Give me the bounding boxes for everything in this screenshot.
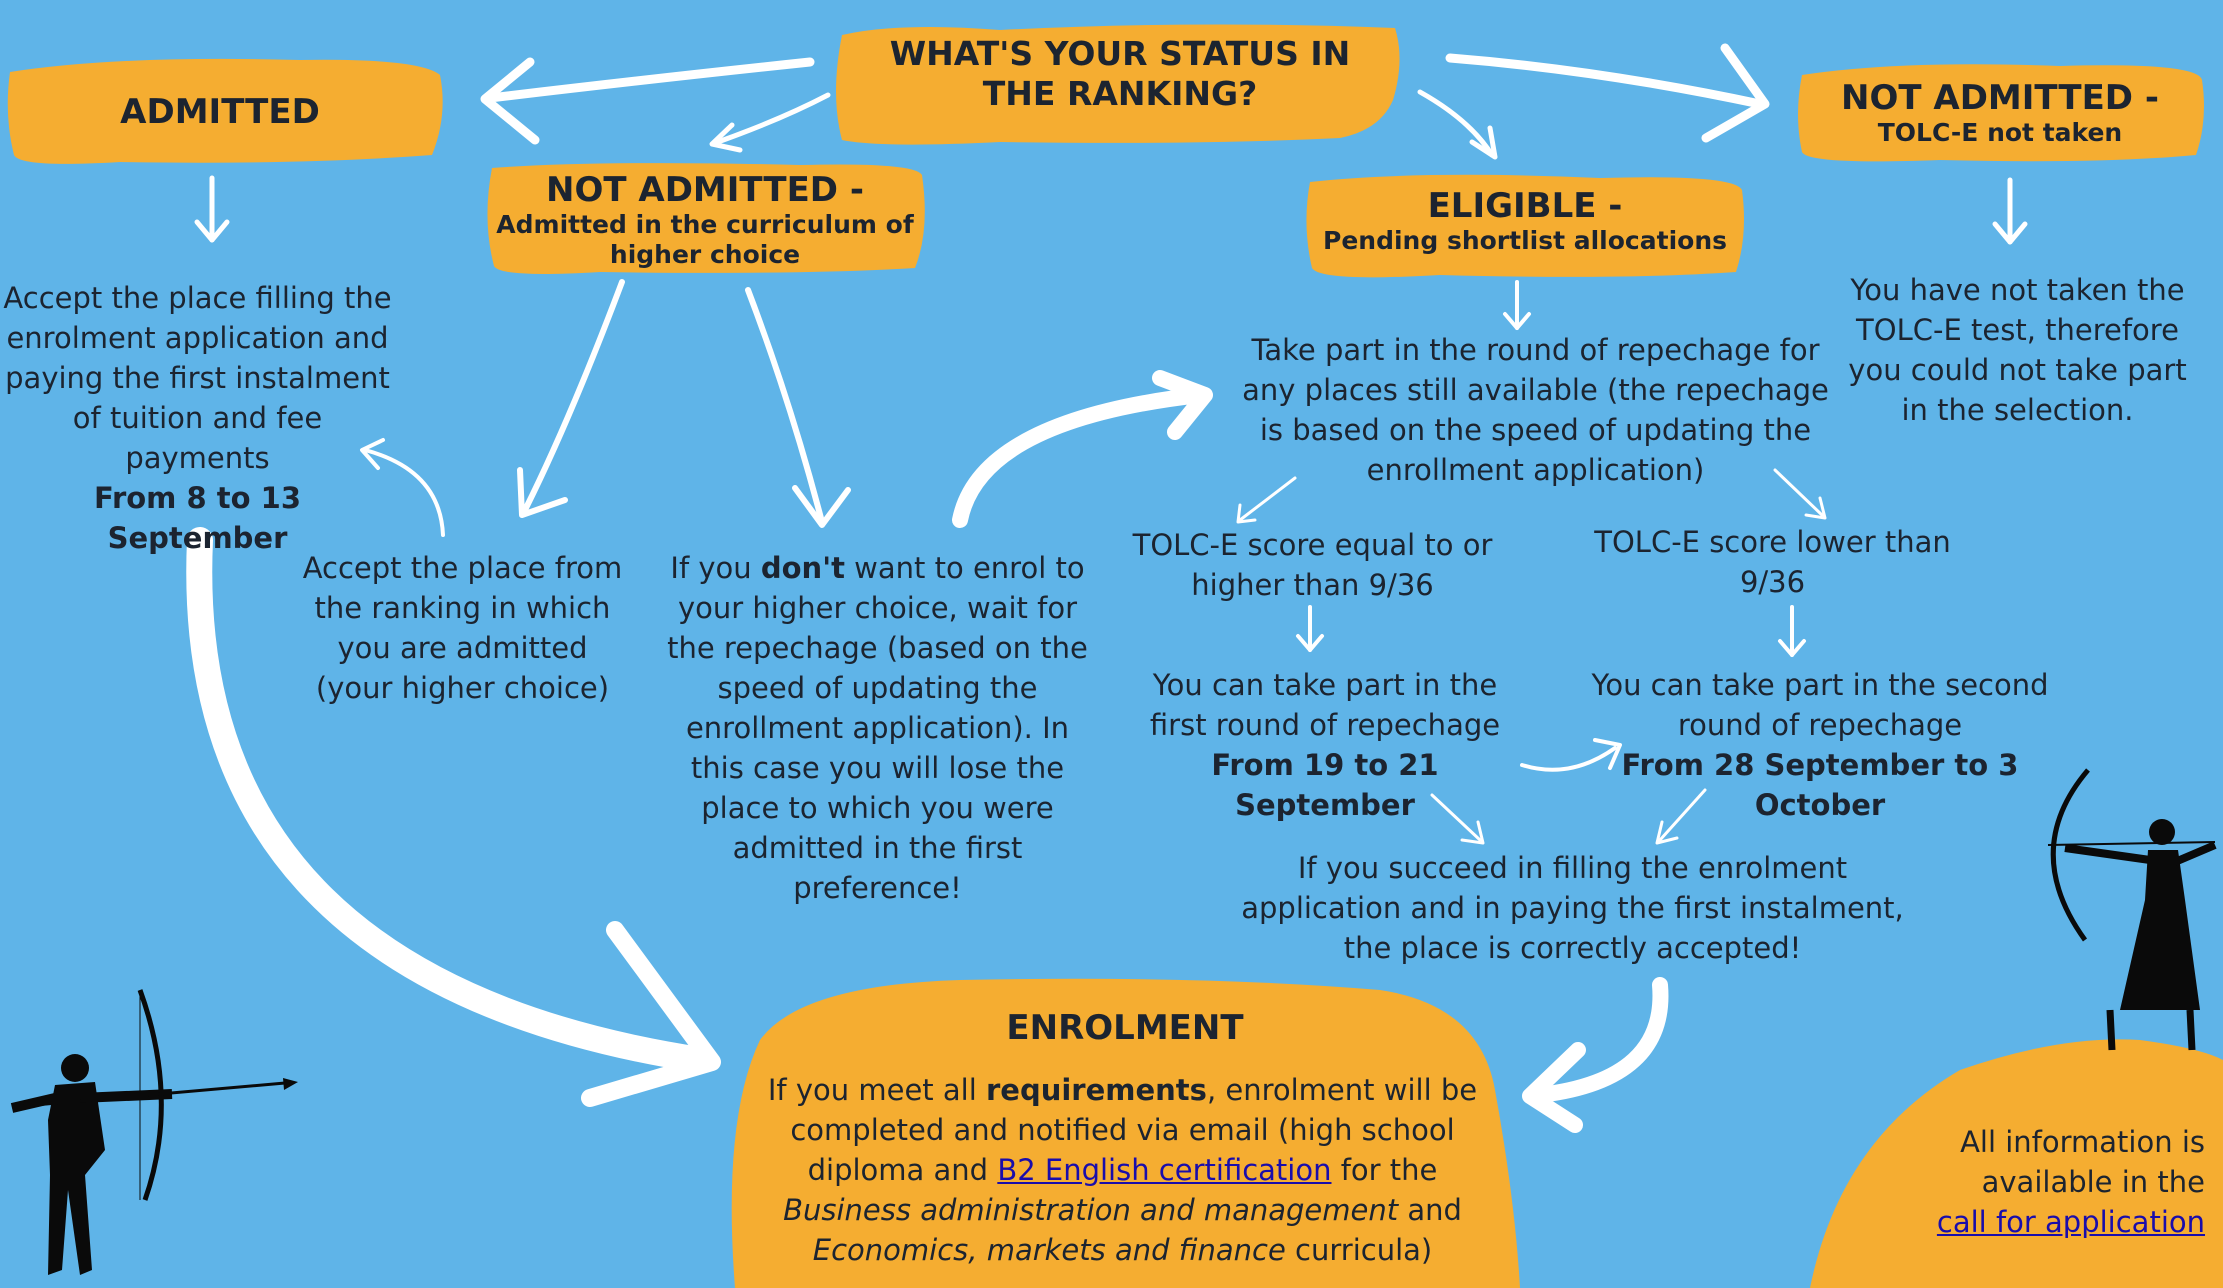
success-text: If you succeed in filling the enrolment … <box>1241 851 1904 965</box>
brush-not-admitted-higher <box>487 163 925 274</box>
brush-admitted <box>7 58 443 164</box>
eligible-label: ELIGIBLE - Pending shortlist allocations <box>1323 186 1727 255</box>
header-title: WHAT'S YOUR STATUS IN THE RANKING? <box>889 34 1351 113</box>
not-admitted-tolc-text: You have not taken the TOLC-E test, ther… <box>1848 273 2187 427</box>
enrolment-blob <box>731 978 1520 1288</box>
not-admitted-higher-label: NOT ADMITTED - Admitted in the curriculu… <box>496 170 914 269</box>
second-round-text: You can take part in the second round of… <box>1591 668 2049 822</box>
lower-score-text: TOLC-E score lower than 9/36 <box>1594 525 1951 599</box>
accept-higher-text: Accept the place from the ranking in whi… <box>302 551 623 705</box>
admitted-label: ADMITTED <box>120 92 320 132</box>
admitted-dates: From 8 to 13 September <box>93 481 301 555</box>
info-hill <box>1810 1039 2223 1288</box>
wait-repechage-text: If you don't want to enrol to your highe… <box>667 551 1088 905</box>
call-for-application-link[interactable]: call for application <box>1936 1205 2205 1239</box>
higher-score-text: TOLC-E score equal to or higher than 9/3… <box>1132 528 1493 602</box>
enrolment-title: ENROLMENT <box>1006 1008 1244 1048</box>
brush-title <box>836 24 1400 145</box>
not-admitted-tolc-label: NOT ADMITTED - TOLC-E not taken <box>1841 78 2159 147</box>
brush-not-admitted-tolc <box>1798 64 2204 162</box>
b2-english-link[interactable]: B2 English certification <box>997 1153 1332 1187</box>
archer-silhouette-man <box>10 989 298 1275</box>
brush-eligible <box>1306 174 1744 278</box>
archer-silhouette-woman <box>2047 768 2217 1051</box>
second-round-dates: From 28 September to 3 October <box>1621 748 2019 822</box>
info-text: All information is available in the call… <box>1936 1125 2205 1239</box>
first-round-text: You can take part in the first round of … <box>1149 668 1501 822</box>
admitted-text: Accept the place filling the enrolment a… <box>3 281 392 555</box>
enrolment-text: If you meet all requirements, enrolment … <box>767 1073 1478 1267</box>
arrow-icon <box>186 43 2028 1133</box>
first-round-dates: From 19 to 21 September <box>1211 748 1439 822</box>
repechage-text: Take part in the round of repechage for … <box>1242 333 1829 487</box>
